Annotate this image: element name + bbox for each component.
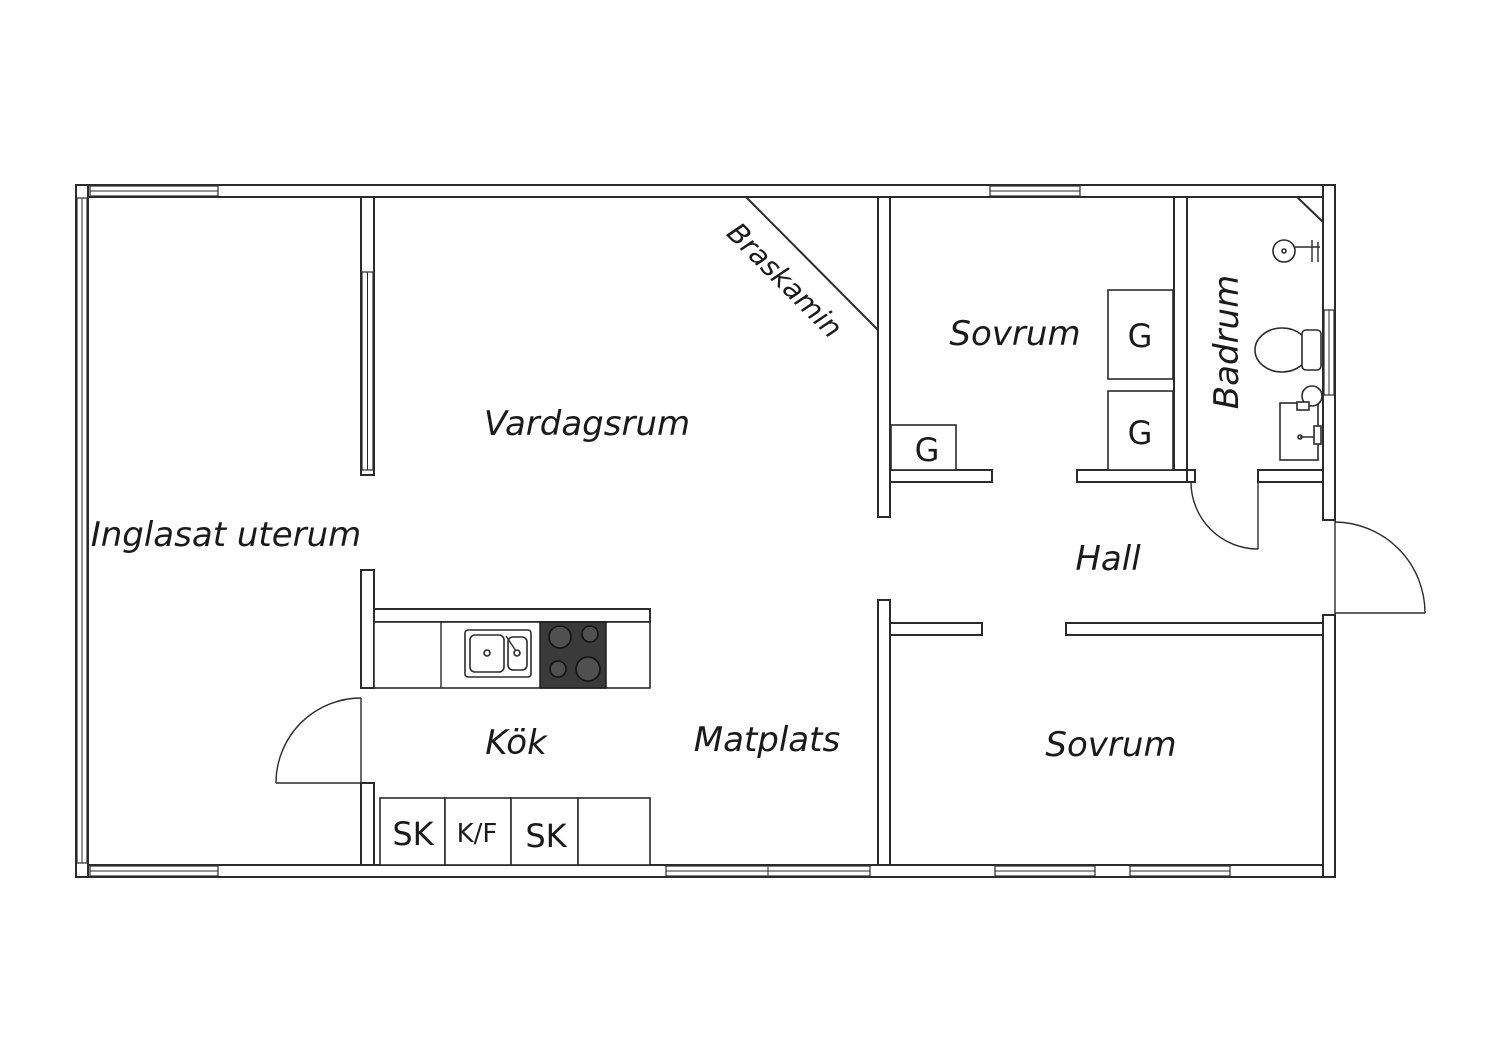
wardrobe-label-2: G — [1128, 414, 1153, 452]
cabinet-label-right: SK — [525, 817, 567, 855]
washbasin-icon — [1279, 385, 1323, 461]
bathroom-door[interactable] — [1190, 481, 1259, 550]
wardrobe-label-1: G — [1128, 317, 1153, 355]
room-label-bathroom: Badrum — [1207, 275, 1247, 409]
windows — [76, 185, 1335, 877]
storage — [379, 289, 1174, 866]
room-label-bedroom-bottom: Sovrum — [1045, 725, 1176, 765]
room-label-bedroom-top: Sovrum — [949, 314, 1080, 354]
entrance-door[interactable] — [1334, 520, 1426, 615]
fridge-freezer-label: K/F — [457, 819, 498, 849]
room-label-kitchen: Kök — [485, 723, 548, 763]
interior-walls — [360, 196, 1324, 866]
room-label-sunroom: Inglasat uterum — [91, 515, 362, 555]
sink — [464, 629, 532, 678]
kitchen-door[interactable] — [275, 697, 362, 784]
room-label-hall: Hall — [1075, 539, 1141, 579]
doors — [275, 481, 1426, 784]
cabinet-label-left: SK — [392, 815, 434, 853]
shower-icon — [1272, 239, 1320, 263]
room-label-dining: Matplats — [694, 720, 840, 760]
stove-icon — [539, 621, 607, 689]
toilet-icon — [1254, 327, 1322, 373]
wardrobe-label-3: G — [915, 431, 940, 469]
room-label-living: Vardagsrum — [484, 404, 690, 444]
